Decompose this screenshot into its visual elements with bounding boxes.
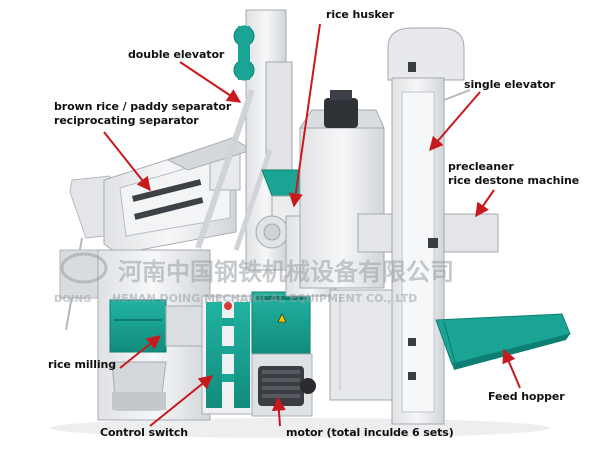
label-single-elevator: single elevator (464, 78, 556, 91)
label-precleaner-line2: rice destone machine (448, 174, 580, 187)
arrow-precleaner (475, 189, 495, 218)
arrow-separator (103, 131, 151, 192)
callout-arrows (103, 23, 521, 427)
single-elevator (387, 27, 471, 425)
label-rice-husker: rice husker (326, 8, 395, 21)
label-rice-milling: rice milling (48, 358, 117, 371)
motor-unit (258, 366, 316, 406)
arrow-single-elevator (429, 91, 481, 152)
arrow-feed-hopper (502, 348, 521, 389)
feed-hopper (435, 313, 571, 370)
watermark: DOING 河南中国钢铁机械设备有限公司 HENAN DOING MECHANI… (54, 252, 454, 305)
label-separator-line1: brown rice / paddy separator (54, 100, 232, 113)
arrow-rice-milling (119, 335, 162, 369)
watermark-logo-icon (60, 252, 108, 284)
arrow-rice-husker (288, 23, 321, 208)
label-motor: motor (total inculde 6 sets) (286, 426, 454, 439)
watermark-logo-text: DOING (54, 294, 91, 305)
label-separator-line2: reciprocating separator (54, 114, 199, 127)
label-precleaner-line1: precleaner (448, 160, 514, 173)
arrow-motor (271, 396, 286, 427)
label-feed-hopper: Feed hopper (488, 390, 565, 403)
label-double-elevator: double elevator (128, 48, 225, 61)
watermark-chinese-name: 河南中国钢铁机械设备有限公司 (118, 258, 454, 286)
control-panel (201, 295, 255, 415)
arrow-double-elevator (179, 61, 242, 103)
watermark-english-name: HENAN DOING MECHANICAL EQUIPMENT CO., LT… (112, 292, 417, 305)
label-control-switch: Control switch (100, 426, 188, 439)
rice-milling-unit (97, 249, 211, 421)
arrow-control-switch (149, 375, 214, 427)
